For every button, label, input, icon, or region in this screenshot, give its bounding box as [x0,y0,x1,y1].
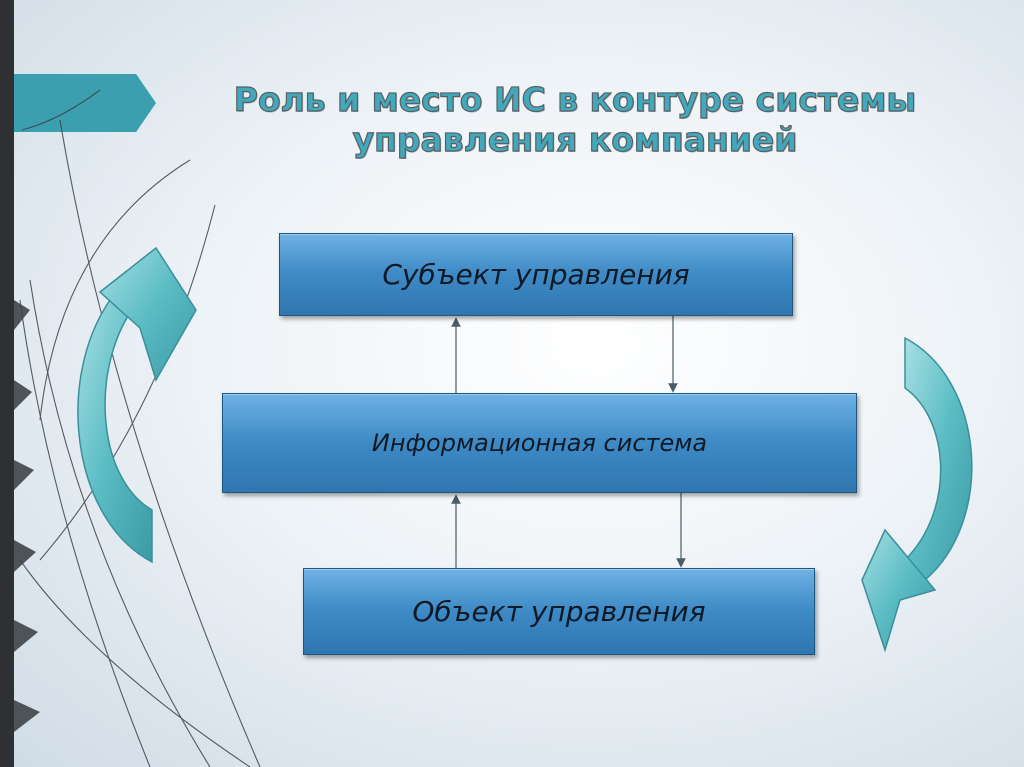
info-system-box: Информационная система [222,393,857,493]
subject-box: Субъект управления [279,233,793,316]
curved-arrow-left-icon [77,246,197,564]
decorative-leaves [19,89,261,767]
slide-title-line-2: управления компанией [352,119,798,159]
title-arrow-shape [14,74,156,132]
subject-box-label: Субъект управления [382,258,690,291]
slide-title: Роль и место ИС в контуре системы управл… [150,79,1000,160]
object-box: Объект управления [303,568,815,655]
slide-title-line-1: Роль и место ИС в контуре системы [233,79,917,119]
left-accent-bar [0,0,14,767]
info-system-box-label: Информационная система [371,429,708,457]
curved-arrow-right-icon [861,336,973,653]
decorative-leaves-fill [14,300,40,732]
object-box-label: Объект управления [412,595,706,628]
